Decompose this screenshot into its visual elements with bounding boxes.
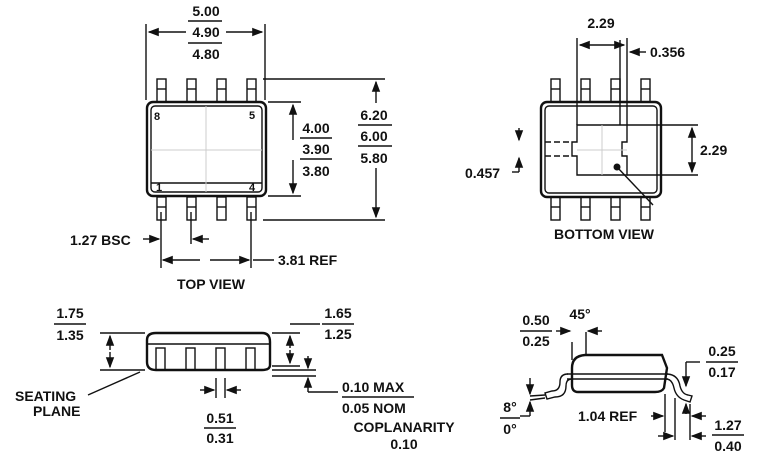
- body-height-min: 1.25: [324, 326, 351, 342]
- top-view-title: TOP VIEW: [177, 276, 246, 292]
- lead-thickness-max: 0.25: [708, 343, 735, 359]
- seating-plane-label-1: SEATING: [15, 388, 76, 404]
- end-view: 0.50 0.25 45° 8° 0° 1.04 REF 1.27 0.40 0…: [500, 306, 744, 454]
- pitch-dimension: 1.27 BSC: [70, 212, 209, 268]
- length-max: 5.00: [192, 3, 219, 19]
- body-width-min: 3.80: [302, 163, 329, 179]
- slot-label: 0.457: [465, 165, 500, 181]
- height-min: 1.35: [56, 327, 83, 343]
- length-min: 4.80: [192, 46, 219, 62]
- top-view: 8 5 1 4 5.00 4.90 4.80 4.00 3.90 3.80: [70, 3, 392, 292]
- lead-length-max: 1.27: [714, 417, 741, 433]
- pin-label-8: 8: [154, 111, 160, 123]
- overall-width-max: 6.20: [360, 107, 387, 123]
- overall-width-dimension: 6.20 6.00 5.80: [263, 78, 392, 221]
- chamfer-max: 0.50: [522, 312, 549, 328]
- span-dimension: 3.81 REF: [161, 212, 338, 268]
- lead-angle-min: 0°: [503, 421, 516, 437]
- seating-plane-label-2: PLANE: [33, 403, 80, 419]
- lead-thickness-min: 0.17: [708, 364, 735, 380]
- coplanarity-label: COPLANARITY: [353, 419, 455, 435]
- body-width-nom: 3.90: [302, 141, 329, 157]
- lead-width-min: 0.31: [206, 430, 233, 446]
- pad-length-label: 2.29: [587, 15, 614, 31]
- foot-length-label: 1.04 REF: [578, 408, 638, 424]
- package-body: [145, 100, 268, 198]
- span-label: 3.81 REF: [278, 252, 338, 268]
- chamfer-min: 0.25: [522, 333, 549, 349]
- bottom-view-title: BOTTOM VIEW: [554, 226, 655, 242]
- bottom-view: 2.29 0.356 2.29 0.457 BOTTOM VIEW: [465, 15, 727, 242]
- pin-label-4: 4: [249, 182, 256, 194]
- lead-width-max: 0.51: [206, 410, 233, 426]
- pin-label-5: 5: [249, 110, 255, 122]
- height-max: 1.75: [56, 305, 83, 321]
- body-width-max: 4.00: [302, 120, 329, 136]
- length-dimension: 5.00 4.90 4.80: [145, 3, 266, 100]
- standoff-nom: 0.05 NOM: [342, 400, 406, 416]
- standoff-max: 0.10 MAX: [342, 379, 405, 395]
- length-nom: 4.90: [192, 24, 219, 40]
- overall-width-min: 5.80: [360, 150, 387, 166]
- pad-width-label: 2.29: [700, 142, 727, 158]
- pitch-label: 1.27 BSC: [70, 232, 131, 248]
- lead-angle-max: 8°: [503, 399, 516, 415]
- coplanarity-value: 0.10: [390, 436, 417, 452]
- side-view: 1.75 1.35 1.65 1.25 SEATING PLANE 0.10 M…: [15, 305, 455, 452]
- overall-width-nom: 6.00: [360, 128, 387, 144]
- body-height-max: 1.65: [324, 305, 351, 321]
- body-width-dimension: 4.00 3.90 3.80: [268, 101, 332, 197]
- offset-label: 0.356: [650, 44, 685, 60]
- lead-length-min: 0.40: [714, 438, 741, 454]
- pin-label-1: 1: [156, 182, 162, 194]
- chamfer-angle: 45°: [569, 306, 590, 322]
